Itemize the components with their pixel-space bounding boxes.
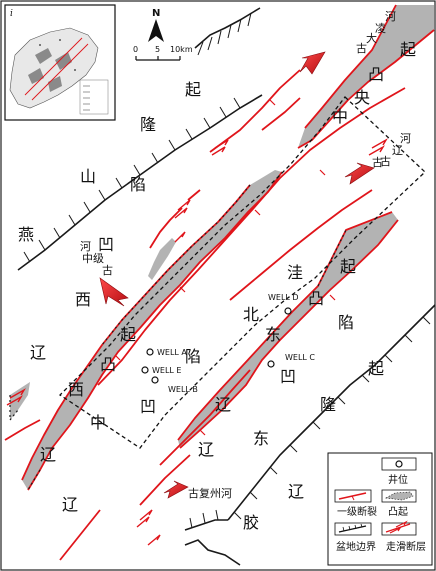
label-xi-a: 西 [75, 290, 91, 309]
study-area-dashed-box [58, 96, 426, 449]
north-arrow: N [148, 8, 164, 42]
label-liao-g: 辽 [392, 144, 403, 157]
flow-arrow-left [99, 277, 129, 307]
well-d-label: WELL D [268, 293, 299, 302]
label-xian-a: 陷 [130, 175, 146, 194]
label-gu-a: 古 [356, 42, 367, 55]
legend-strike-slip-label: 走滑断层 [386, 540, 426, 553]
label-qi-b: 起 [120, 325, 136, 344]
label-he-b: 河 [400, 132, 411, 145]
legend-boundary-label: 盆地边界 [336, 540, 376, 553]
label-bei: 北 [243, 305, 259, 324]
legend-well-icon [395, 460, 403, 468]
well-b-label: WELL B [168, 385, 198, 394]
scale-label-10km: 10km [170, 45, 193, 54]
well-e-label: WELL E [152, 366, 181, 375]
label-da: 大 [366, 31, 377, 45]
inset-map: i [4, 4, 116, 121]
legend-uplift-label: 凸起 [388, 506, 408, 518]
label-qi-a: 起 [185, 80, 201, 99]
label-tu-a: 凸 [100, 355, 116, 374]
label-qi-c: 起 [340, 257, 356, 276]
label-qi-top: 起 [400, 40, 416, 59]
label-ao-a: 凹 [98, 235, 114, 254]
label-liao-a: 辽 [30, 343, 46, 362]
well-a-marker [146, 348, 154, 356]
label-tu-b: 凸 [308, 289, 324, 308]
label-ao-c: 凹 [280, 367, 296, 386]
label-zhong-a: 中 [90, 413, 106, 432]
label-jiao: 胶 [243, 513, 259, 532]
label-yan: 燕 [18, 225, 34, 244]
region-labels: 起 隆 山 陷 燕 凹 西 起 凸 辽 西 辽 中 辽 凹 陷 北 洼 东 凹 … [18, 10, 416, 532]
legend-uplift-icon [385, 491, 414, 501]
label-shan: 山 [80, 167, 96, 186]
uplift-dotted-margins [9, 184, 347, 491]
legend-well-label: 井位 [388, 473, 408, 486]
well-b-marker [151, 376, 159, 384]
label-zhong-top: 中 [332, 107, 348, 126]
label-he-a: 河 [385, 10, 396, 23]
wells: WELL A WELL E WELL B WELL D WELL C [141, 293, 315, 394]
flow-arrow-bottom [163, 480, 189, 499]
label-wa: 洼 [287, 263, 303, 282]
label-dong-a: 东 [265, 325, 281, 344]
label-dong-b: 东 [253, 429, 269, 448]
river-label-left: 河 中级 古 [80, 240, 113, 277]
north-label: N [152, 8, 160, 19]
label-liao-f: 辽 [288, 482, 304, 501]
label-gu-c: 古 [380, 155, 391, 168]
well-e-marker [141, 366, 149, 374]
flow-arrow-right [344, 162, 375, 185]
label-xi-b: 西 [68, 380, 84, 399]
label-ling: 凌 [375, 21, 386, 35]
flow-arrow-top [299, 51, 326, 75]
river-left-line1: 河 [80, 240, 91, 253]
well-c-marker [267, 360, 275, 368]
strike-slip-fault-symbols [6, 138, 388, 546]
label-liao-e: 辽 [198, 440, 214, 459]
label-liao-b: 辽 [40, 445, 56, 464]
label-gu-b: 古 [372, 156, 383, 169]
legend: 井位 一级断裂 凸起 盆地边界 走滑断层 [327, 452, 433, 566]
well-c-label: WELL C [285, 353, 315, 362]
label-long-a: 隆 [140, 115, 156, 134]
label-yang: 央 [354, 88, 370, 107]
legend-fault-label: 一级断裂 [337, 505, 377, 518]
legend-strike-slip-icon [385, 520, 411, 534]
river-label-bottom: 古复州河 [188, 486, 232, 500]
label-xian-b: 陷 [185, 347, 201, 366]
well-a-label: WELL A [157, 348, 187, 357]
label-long-b: 隆 [320, 395, 336, 414]
label-ao-b: 凹 [140, 397, 156, 416]
label-liao-d: 辽 [215, 395, 231, 414]
legend-boundary-icon [338, 525, 367, 533]
label-liao-c: 辽 [62, 495, 78, 514]
scale-bar: 0 5 10km [133, 45, 193, 61]
label-tu-top: 凸 [368, 65, 384, 84]
scale-label-0: 0 [133, 45, 138, 54]
label-qi-d: 起 [368, 359, 384, 378]
river-left-line2: 中级 [82, 252, 104, 265]
flow-arrows [99, 51, 375, 499]
inset-corner-label: i [10, 9, 13, 19]
fault-ticks [114, 99, 336, 436]
basin-boundaries [17, 7, 436, 566]
label-xian-c: 陷 [338, 313, 354, 332]
river-left-line3: 古 [102, 264, 113, 277]
well-d-marker [284, 307, 292, 315]
scale-label-5: 5 [155, 45, 160, 54]
